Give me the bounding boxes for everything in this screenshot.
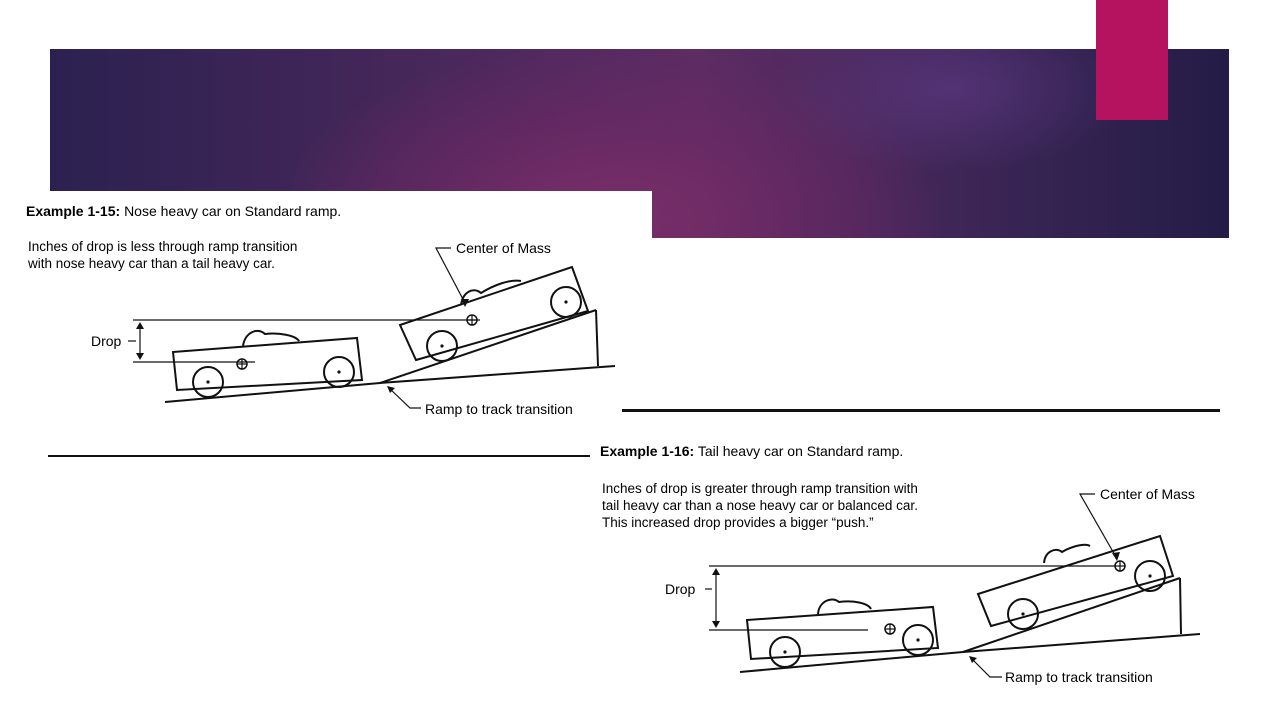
description-line: Inches of drop is greater through ramp t… bbox=[602, 481, 918, 496]
center-of-mass-label: Center of Mass bbox=[1100, 486, 1195, 502]
figure-description: Inches of drop is less through ramp tran… bbox=[28, 238, 297, 272]
center-of-mass-leader bbox=[435, 247, 466, 304]
ramp-back bbox=[1179, 577, 1182, 635]
figure-description: Inches of drop is greater through ramp t… bbox=[602, 480, 918, 531]
track-line bbox=[164, 365, 616, 403]
car-wheel bbox=[1007, 598, 1039, 630]
description-line: This increased drop provides a bigger “p… bbox=[602, 515, 874, 530]
car-wheel bbox=[769, 636, 801, 668]
transition-label: Ramp to track transition bbox=[1005, 669, 1153, 685]
track-line bbox=[739, 633, 1201, 673]
figure-caption: Nose heavy car on Standard ramp. bbox=[124, 203, 342, 219]
accent-tab bbox=[1096, 0, 1168, 120]
center-of-mass-label: Center of Mass bbox=[456, 240, 551, 256]
figure-example-1-15: Example 1-15: Nose heavy car on Standard… bbox=[18, 191, 652, 461]
car-body-ramp bbox=[398, 265, 590, 362]
car-wheel bbox=[426, 330, 458, 362]
center-of-mass-leader bbox=[1078, 493, 1117, 558]
ramp-diagram bbox=[128, 247, 616, 409]
figure-example-1-16: Example 1-16: Tail heavy car on Standard… bbox=[590, 431, 1230, 711]
ramp-diagram bbox=[705, 493, 1201, 678]
car-wheel bbox=[323, 356, 355, 388]
description-line: Inches of drop is less through ramp tran… bbox=[28, 239, 298, 254]
car-wheel bbox=[1134, 560, 1166, 592]
car-wheel bbox=[902, 624, 934, 656]
drop-label: Drop bbox=[91, 333, 122, 349]
figure-number: Example 1-16: bbox=[600, 443, 695, 459]
description-line: with nose heavy car than a tail heavy ca… bbox=[28, 256, 275, 271]
car-body-track bbox=[171, 336, 364, 392]
figure-caption: Tail heavy car on Standard ramp. bbox=[697, 443, 904, 459]
figure-number: Example 1-15: bbox=[26, 203, 121, 219]
drop-label: Drop bbox=[665, 581, 696, 597]
ramp-back bbox=[595, 309, 599, 367]
transition-label: Ramp to track transition bbox=[425, 401, 573, 417]
description-line: tail heavy car than a nose heavy car or … bbox=[602, 498, 918, 513]
car-cockpit-track bbox=[817, 598, 872, 615]
ramp-surface bbox=[379, 309, 597, 384]
transition-leader bbox=[388, 387, 421, 409]
figure-title: Example 1-16: Tail heavy car on Standard… bbox=[600, 443, 903, 459]
car-body-ramp bbox=[976, 534, 1175, 628]
car-cockpit-ramp bbox=[1043, 543, 1091, 564]
car-cockpit-ramp bbox=[460, 279, 522, 306]
car-wheel bbox=[550, 286, 582, 318]
divider-line bbox=[48, 455, 592, 457]
car-wheel bbox=[192, 366, 224, 398]
divider-line bbox=[622, 409, 1220, 412]
transition-leader bbox=[970, 657, 1002, 678]
car-body-track bbox=[745, 605, 940, 661]
figure-title: Example 1-15: Nose heavy car on Standard… bbox=[26, 203, 341, 219]
car-cockpit-track bbox=[242, 329, 300, 347]
